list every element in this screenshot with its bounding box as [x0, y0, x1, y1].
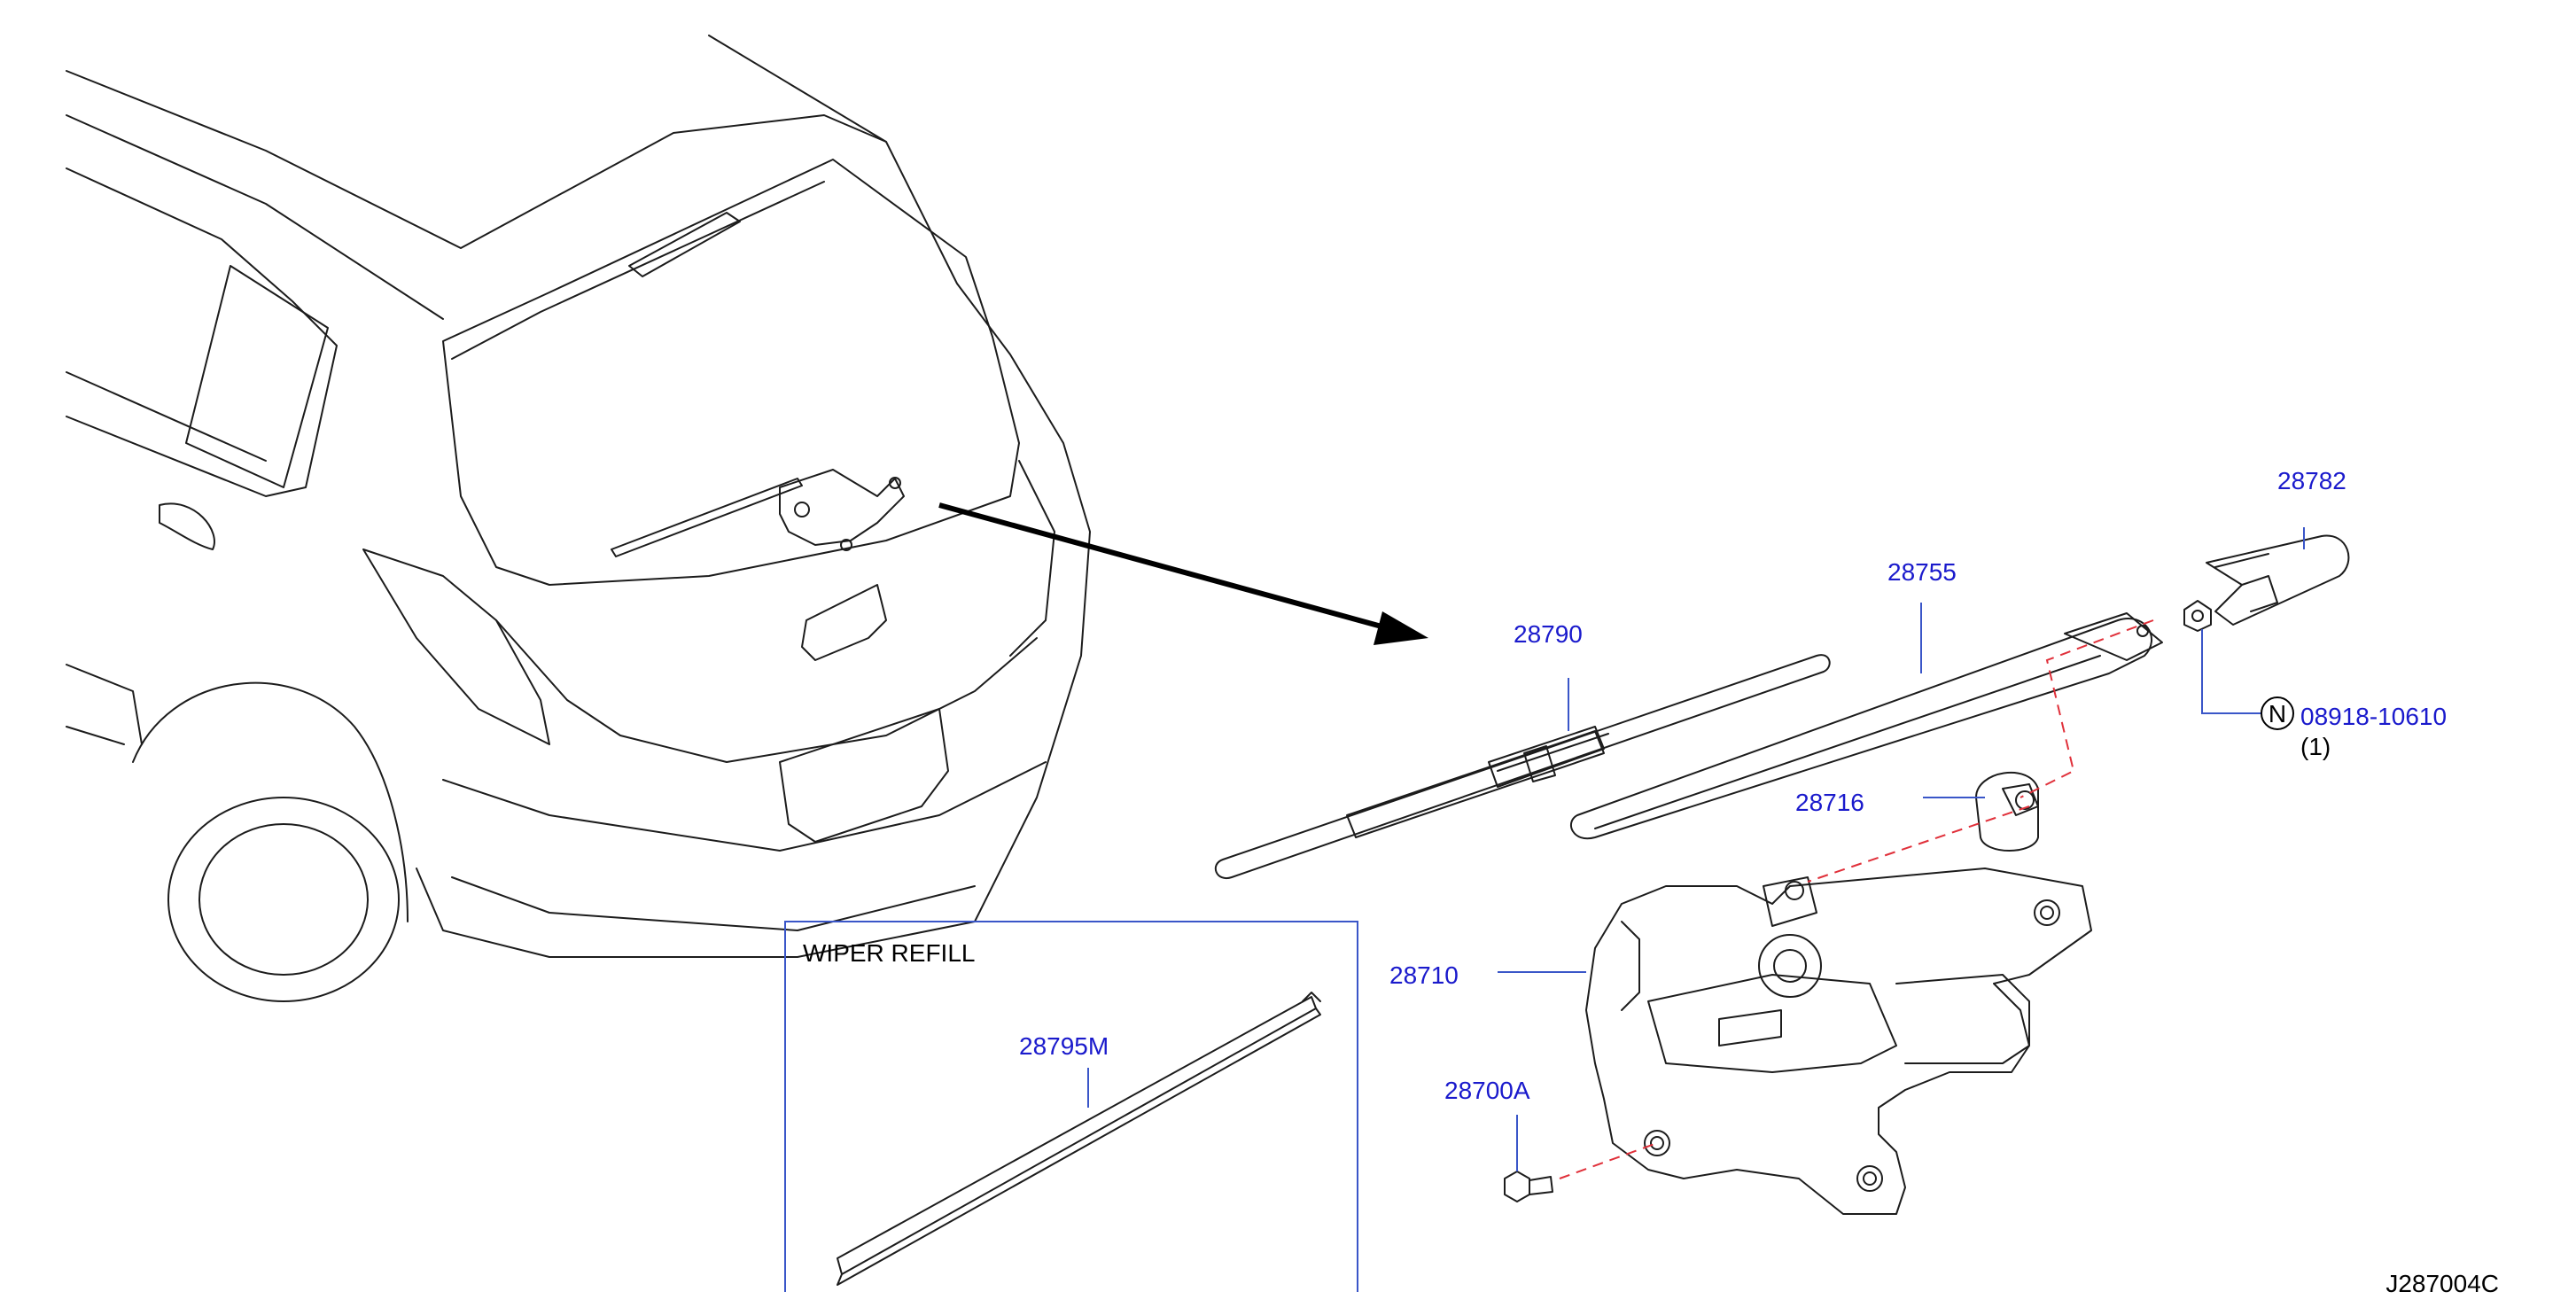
label-28782: 28782	[2277, 467, 2346, 494]
mounted-wiper-assembly	[611, 469, 905, 557]
label-nut-number: 08918-10610	[2300, 703, 2447, 730]
nut-n-symbol: N	[2261, 696, 2294, 730]
wiper-blade-28790[interactable]	[1214, 654, 1831, 880]
bolt-28700A[interactable]	[1504, 1171, 1553, 1202]
nut-symbol-text: N	[2269, 700, 2286, 728]
wiper-refill-28795M[interactable]	[837, 992, 1321, 1286]
vehicle-rear-illustration	[66, 35, 1091, 1002]
wiper-cap-28782[interactable]	[2206, 534, 2350, 626]
label-28716: 28716	[1795, 789, 1864, 816]
rear-window	[442, 159, 1020, 586]
label-28790: 28790	[1514, 620, 1583, 648]
license-plate-recess	[779, 708, 949, 843]
assembly-dash-lines	[1559, 619, 2154, 1179]
label-28700A: 28700A	[1444, 1077, 1530, 1104]
stop-lamp	[628, 212, 741, 277]
rear-wheel-arch	[132, 681, 409, 922]
wiper-motor-28710[interactable]	[1585, 868, 2092, 1215]
nut-08918-10610[interactable]	[2183, 600, 2212, 632]
wiper-arm-28755[interactable]	[1569, 612, 2163, 840]
leader-lines	[1087, 527, 2305, 1171]
refill-box-title: WIPER REFILL	[803, 939, 975, 967]
label-28795M: 28795M	[1019, 1032, 1109, 1060]
pointer-arrow	[938, 502, 1428, 645]
label-nut-qty: (1)	[2300, 733, 2331, 760]
wiper-refill-box: WIPER REFILL	[784, 921, 1358, 1292]
rear-tire	[167, 797, 400, 1002]
tail-lamp	[362, 549, 550, 745]
label-28755: 28755	[1887, 558, 1957, 586]
label-28710: 28710	[1389, 961, 1459, 989]
pivot-cap-28716[interactable]	[1975, 771, 2039, 852]
diagram-code: J287004C	[2385, 1270, 2499, 1297]
